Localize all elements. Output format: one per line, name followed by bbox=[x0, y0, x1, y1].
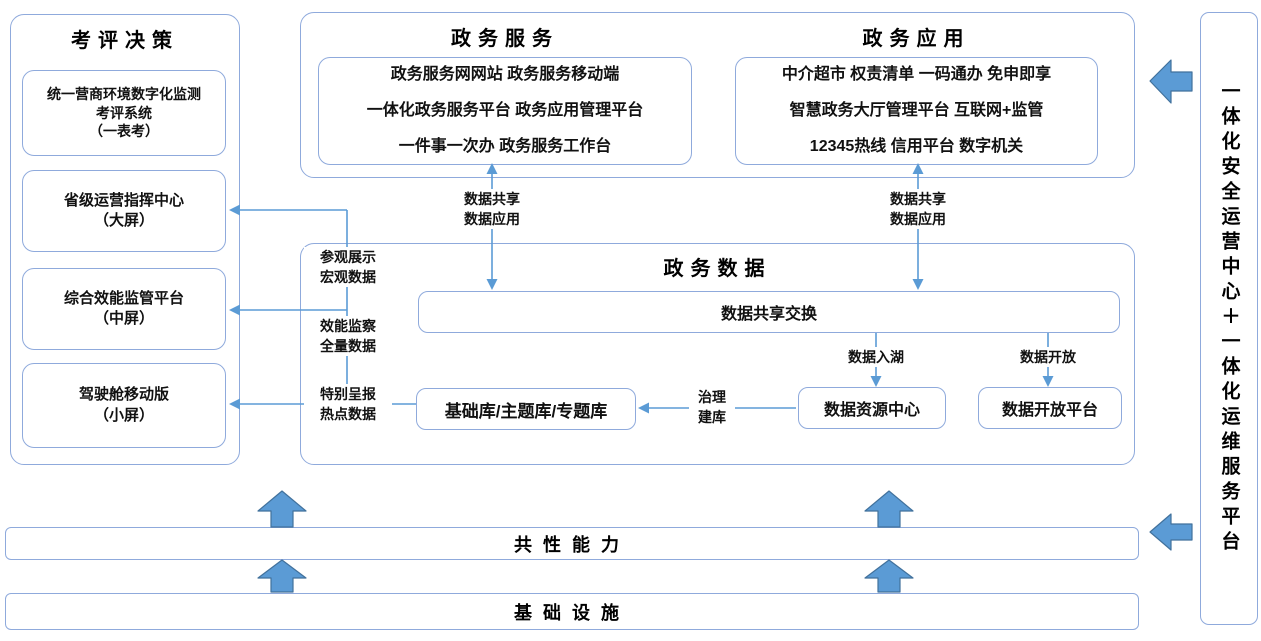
security-ops-panel-text: 一体化安全运营中心＋一体化运维服务平台 bbox=[1218, 81, 1240, 556]
block-arrow-left-icon bbox=[1149, 513, 1193, 551]
infrastructure-bar: 基础设施 bbox=[5, 593, 1139, 630]
label-line: 参观展示 bbox=[320, 249, 376, 265]
label-special-report: 特别呈报 热点数据 bbox=[304, 384, 392, 424]
eval-box-line: 考评系统 bbox=[96, 104, 152, 121]
eval-box-line: 省级运营指挥中心 bbox=[63, 191, 184, 209]
label-share-apply-right: 数据共享 数据应用 bbox=[878, 189, 958, 229]
block-arrow-up-icon bbox=[864, 490, 914, 528]
base-library-box: 基础库/主题库/专题库 bbox=[416, 388, 636, 430]
gov-service-line: 一体化政务服务平台 政务应用管理平台 bbox=[366, 102, 644, 119]
eval-box-line: （中屏） bbox=[93, 310, 154, 327]
label-visit-display: 参观展示 宏观数据 bbox=[304, 247, 392, 287]
eval-box-line: （小屏） bbox=[93, 406, 154, 424]
evaluation-panel-title: 考评决策 bbox=[71, 30, 179, 52]
label-line: 建库 bbox=[698, 409, 726, 425]
gov-application-title: 政务应用 bbox=[862, 28, 971, 50]
eval-box-monitor-system: 统一营商环境数字化监测 考评系统 （一表考） bbox=[22, 70, 226, 156]
label-line: 数据应用 bbox=[464, 211, 520, 227]
eval-box-line: 统一营商环境数字化监测 bbox=[47, 85, 201, 102]
gov-application-box: 中介超市 权责清单 一码通办 免申即享 智慧政务大厅管理平台 互联网+监管 12… bbox=[735, 57, 1098, 165]
gov-data-title: 政务数据 bbox=[663, 258, 772, 280]
label-govern-build: 治理 建库 bbox=[689, 387, 735, 427]
label-efficiency-monitor: 效能监察 全量数据 bbox=[304, 316, 392, 356]
label-line: 数据共享 bbox=[464, 191, 520, 207]
block-arrow-left-icon bbox=[1149, 59, 1193, 104]
label-line: 治理 bbox=[698, 389, 726, 405]
block-arrow-up-icon bbox=[257, 490, 307, 528]
eval-box-line: 综合效能监管平台 bbox=[63, 289, 184, 307]
gov-service-line: 一件事一次办 政务服务工作台 bbox=[398, 138, 612, 155]
common-capability-bar: 共性能力 bbox=[5, 527, 1139, 560]
gov-application-line: 中介超市 权责清单 一码通办 免申即享 bbox=[781, 66, 1052, 83]
label-share-apply-left: 数据共享 数据应用 bbox=[452, 189, 532, 229]
label-line: 数据应用 bbox=[890, 211, 946, 227]
label-data-lake: 数据入湖 bbox=[838, 347, 914, 367]
block-arrow-up-icon bbox=[864, 559, 914, 593]
label-line: 特别呈报 bbox=[320, 386, 376, 402]
label-line: 热点数据 bbox=[320, 406, 376, 422]
data-exchange-bar: 数据共享交换 bbox=[418, 291, 1120, 333]
eval-box-line: （大屏） bbox=[93, 212, 154, 229]
gov-service-box: 政务服务网网站 政务服务移动端 一体化政务服务平台 政务应用管理平台 一件事一次… bbox=[318, 57, 692, 165]
label-line: 全量数据 bbox=[320, 338, 376, 354]
block-arrow-up-icon bbox=[257, 559, 307, 593]
gov-application-line: 智慧政务大厅管理平台 互联网+监管 bbox=[789, 102, 1044, 119]
label-line: 效能监察 bbox=[320, 318, 376, 334]
data-resource-center-box: 数据资源中心 bbox=[798, 387, 946, 429]
eval-box-mobile-cockpit: 驾驶舱移动版 （小屏） bbox=[22, 363, 226, 448]
eval-box-line: （一表考） bbox=[89, 123, 159, 140]
eval-box-command-center: 省级运营指挥中心 （大屏） bbox=[22, 170, 226, 252]
security-ops-panel: 一体化安全运营中心＋一体化运维服务平台 bbox=[1200, 12, 1258, 625]
gov-service-line: 政务服务网网站 政务服务移动端 bbox=[390, 66, 620, 83]
data-open-platform-box: 数据开放平台 bbox=[978, 387, 1122, 429]
eval-box-line: 驾驶舱移动版 bbox=[78, 386, 169, 404]
label-line: 数据共享 bbox=[890, 191, 946, 207]
gov-application-line: 12345热线 信用平台 数字机关 bbox=[809, 138, 1024, 155]
label-data-open: 数据开放 bbox=[1010, 347, 1086, 367]
label-line: 宏观数据 bbox=[320, 269, 376, 285]
gov-service-title: 政务服务 bbox=[451, 28, 559, 50]
eval-box-supervision-platform: 综合效能监管平台 （中屏） bbox=[22, 268, 226, 350]
